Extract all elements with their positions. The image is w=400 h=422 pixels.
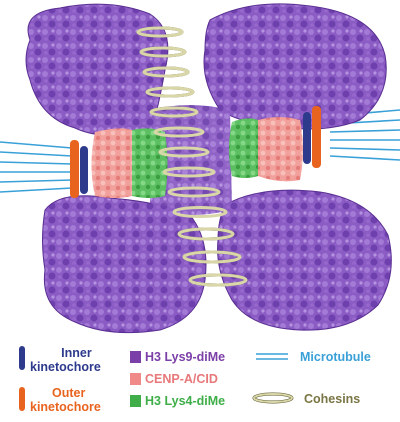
lower-right-lobe	[217, 189, 392, 331]
h3-lys4-swatch	[130, 395, 141, 407]
outer-kinetochore-label: Outer kinetochore	[30, 386, 101, 414]
outer-kinetochore-legend-icon	[19, 387, 25, 411]
h3-lys9-swatch	[130, 351, 141, 363]
heterochromatin-lobes	[25, 3, 392, 334]
microtubule-legend-icon	[256, 353, 288, 360]
inner-kinetochore-left	[80, 146, 88, 194]
inner-kinetochore-legend-icon	[19, 346, 25, 370]
kinetochore-right	[303, 106, 321, 168]
h3-lys4-label: H3 Lys4-diMe	[145, 394, 226, 408]
outer-kinetochore-right	[312, 106, 321, 168]
cohesin-legend-icon	[252, 392, 294, 404]
outer-kinetochore-left	[70, 140, 79, 198]
kinetochore-left	[70, 140, 88, 198]
centromeric-chromatin-right	[229, 117, 303, 182]
upper-left-lobe	[25, 3, 169, 137]
centromere-diagram	[0, 3, 400, 334]
upper-right-lobe	[203, 3, 387, 130]
cohesin-rings	[136, 26, 248, 287]
cohesins-label: Cohesins	[304, 392, 361, 406]
h3-lys9-label: H3 Lys9-diMe	[145, 350, 226, 364]
cenp-a-swatch	[130, 373, 141, 385]
microtubule-label: Microtubule	[300, 350, 371, 364]
microtubules-left	[0, 141, 73, 193]
inner-kinetochore-label: Inner kinetochore	[30, 346, 101, 374]
centromeric-chromatin-left	[91, 128, 168, 198]
inner-kinetochore-right	[303, 112, 311, 164]
lower-left-lobe	[42, 195, 207, 334]
cenp-a-label: CENP-A/CID	[145, 372, 218, 386]
